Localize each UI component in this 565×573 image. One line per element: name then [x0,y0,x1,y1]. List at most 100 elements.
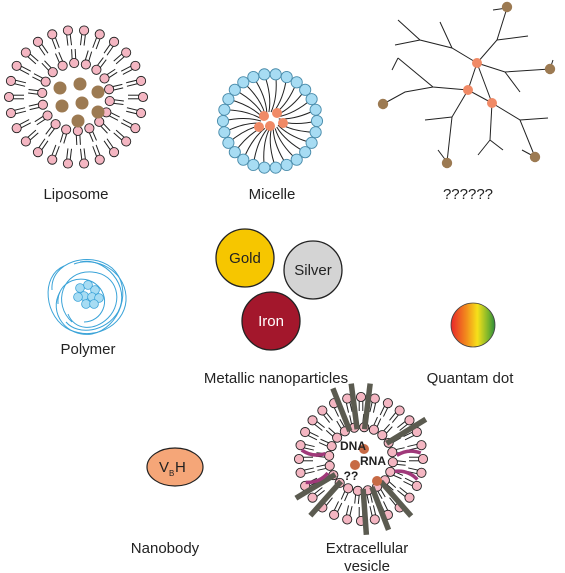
ev-membrane-protein [308,479,344,518]
extracellular-vesicle-icon [293,383,429,536]
lipid-head [84,123,95,134]
lipid-outer [20,47,39,65]
lipid-head [130,60,141,71]
lipid-head [324,460,335,471]
lipid-inner [104,83,124,95]
dendrimer-branch [519,117,549,121]
ev-surface-protein [395,449,422,457]
ev-lipid-outer [409,453,429,465]
micelle-head [218,103,231,116]
lipid-head [369,514,380,525]
micelle-head [237,153,250,166]
dendrimer-terminal [377,98,389,110]
liposome-icon [3,25,149,169]
ev-cargo [372,476,382,486]
ev-lipid-outer [369,393,380,413]
ev-lipid-outer [407,467,427,478]
lipid-head [109,36,120,47]
lipid-head [137,91,149,103]
lipid-head [104,96,115,107]
micelle-head [280,158,293,171]
ev-dna-label: DNA [340,439,366,453]
lipid-inner [72,125,83,146]
dendrimer-label: ?????? [443,186,493,203]
liposome-cargo [55,99,69,113]
lipid-outer [113,129,132,147]
micelle-head [222,93,235,106]
lipid-head [307,415,318,426]
lipid-head [91,64,102,75]
ev-lipid-outer [355,391,367,411]
micelle-head [305,136,318,149]
dendrimer-core [472,58,482,68]
ev-lipid-outer [300,427,319,441]
lipid-inner [80,50,93,70]
ev-lipid-outer [329,501,343,520]
lipid-inner [55,51,68,71]
micelle-head [299,146,312,159]
polymer-core-bead [89,299,99,309]
dendrimer-core [463,85,473,95]
lipid-head [20,136,31,147]
lipid-inner [45,119,61,137]
dendrimer-branch [397,19,478,64]
lipid-inner [99,68,118,84]
micelle-head [258,161,271,174]
lipid-head [368,424,379,435]
polymer-label: Polymer [60,341,115,358]
lipid-head [385,466,396,477]
lipid-head [104,84,115,95]
lipid-outer [11,60,32,75]
lipid-inner [41,60,58,78]
ev-surface-protein [394,469,419,481]
micelle-core [272,108,282,118]
lipid-outer [103,138,120,158]
liposome-cargo [73,77,87,91]
lipid-head [99,73,110,84]
lipid-head [109,147,120,158]
micelle-head [269,68,282,81]
lipid-head [121,47,132,58]
lipid-head [32,147,43,158]
ev-lipid-inner [368,416,382,435]
lipid-head [50,119,61,130]
silver-label: Silver [294,262,332,279]
ev-lipid-outer [307,415,325,431]
dendrimer-terminal [441,157,453,169]
lipid-head [136,75,147,87]
dendrimer-branch [446,89,469,163]
lipid-head [79,25,90,36]
dendrimer-branch [394,39,421,46]
polymer-core-bead [73,292,83,302]
ev-lipid-outer [379,398,393,417]
lipid-head [42,110,53,121]
micelle-head [305,93,318,106]
nanobody-sub: B [169,469,174,478]
ev-membrane-protein [369,485,392,531]
lipid-head [5,107,16,119]
dendrimer-branch [384,86,434,104]
lipid-outer [125,75,147,87]
dendrimer-core [487,98,497,108]
liposome-cargo [91,85,105,99]
dendrimer-branch [476,62,551,73]
lipid-head [404,492,415,503]
ev-lipid-outer [397,487,415,503]
ev-lipid-inner [377,423,393,441]
dendrimer-terminal [501,1,513,13]
ev-membrane-protein [348,383,360,430]
ev-lipid-outer [342,393,353,413]
liposome-cargo [71,114,85,128]
lipid-head [355,391,367,403]
dendrimer-core-link [467,62,493,105]
ev-membrane-protein [378,479,414,518]
lipid-inner [69,48,80,69]
polymer-chain [47,261,127,335]
lipid-head [295,467,306,478]
polymer-core-bead [83,280,93,290]
nanobody-label: Nanobody [131,540,200,557]
lipid-outer [128,91,149,103]
lipid-head [136,107,147,119]
lipid-outer [79,25,90,46]
lipid-head [293,453,305,465]
